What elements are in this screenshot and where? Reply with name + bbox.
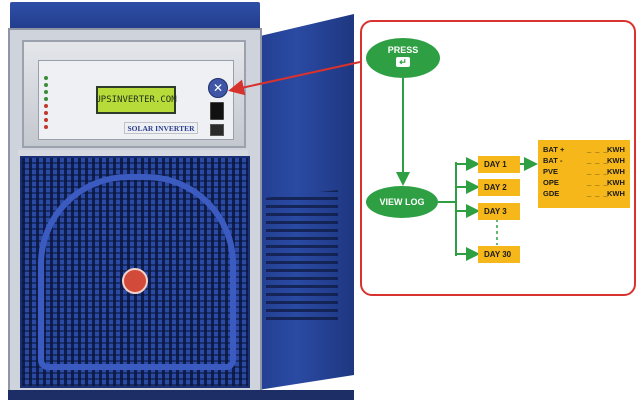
log-row-value: _ _ _ xyxy=(587,156,609,165)
day-1-box[interactable]: DAY 1 xyxy=(478,156,520,173)
led-icon xyxy=(44,82,48,87)
cabinet-top xyxy=(10,2,260,32)
log-row-value: _ _ _ xyxy=(587,167,609,176)
log-row-unit: KWH xyxy=(607,167,625,176)
front-grille xyxy=(20,156,250,388)
power-switch-icon[interactable] xyxy=(210,102,224,120)
led-icon xyxy=(44,110,48,115)
led-icon xyxy=(44,117,48,122)
navigation-cross-icon[interactable]: ✕ xyxy=(208,78,228,98)
view-log-button[interactable]: VIEW LOG xyxy=(366,186,438,218)
led-icon xyxy=(44,96,48,101)
log-row-name: BAT + xyxy=(543,145,565,154)
status-led xyxy=(44,102,88,109)
log-row-unit: KWH xyxy=(607,156,625,165)
side-vent xyxy=(266,190,338,320)
lcd-display: UPSINVERTER.COM xyxy=(95,86,177,114)
log-row-unit: KWH xyxy=(607,145,625,154)
brand-plate: SOLAR INVERTER xyxy=(124,122,198,134)
cabinet-base xyxy=(8,390,354,400)
status-led xyxy=(44,88,88,95)
log-row-unit: KWH xyxy=(607,189,625,198)
status-led xyxy=(44,116,88,123)
log-row: PVE _ _ _ KWH xyxy=(543,166,625,177)
status-led xyxy=(44,123,88,130)
status-led xyxy=(44,109,88,116)
grille-arch-trim xyxy=(38,174,236,370)
status-led-list xyxy=(44,74,88,132)
status-led xyxy=(44,74,88,81)
day-2-box[interactable]: DAY 2 xyxy=(478,179,520,196)
emblem-icon xyxy=(122,268,148,294)
log-row: OPE _ _ _ KWH xyxy=(543,177,625,188)
log-row-value: _ _ _ xyxy=(587,178,609,187)
log-row-value: _ _ _ xyxy=(587,145,609,154)
log-row-value: _ _ _ xyxy=(587,189,609,198)
press-button[interactable]: PRESS ↵ xyxy=(366,38,440,78)
led-icon xyxy=(44,103,48,108)
log-row: GDE _ _ _ KWH xyxy=(543,188,625,199)
log-row-name: BAT - xyxy=(543,156,563,165)
led-icon xyxy=(44,89,48,94)
day-3-box[interactable]: DAY 3 xyxy=(478,203,520,220)
log-row-unit: KWH xyxy=(607,178,625,187)
status-led xyxy=(44,95,88,102)
energy-log-box: BAT + _ _ _ KWH BAT - _ _ _ KWH PVE _ _ … xyxy=(538,140,630,208)
log-row-name: OPE xyxy=(543,178,559,187)
log-row: BAT + _ _ _ KWH xyxy=(543,144,625,155)
log-row-name: GDE xyxy=(543,189,560,198)
log-row: BAT - _ _ _ KWH xyxy=(543,155,625,166)
led-icon xyxy=(44,124,48,129)
enter-key-icon: ↵ xyxy=(396,57,410,67)
status-led xyxy=(44,81,88,88)
led-icon xyxy=(44,75,48,80)
log-row-name: PVE xyxy=(543,167,559,176)
usb-port-icon xyxy=(210,124,224,136)
day-30-box[interactable]: DAY 30 xyxy=(478,246,520,263)
press-label: PRESS xyxy=(387,45,419,55)
panel-lower-trim xyxy=(18,150,248,156)
